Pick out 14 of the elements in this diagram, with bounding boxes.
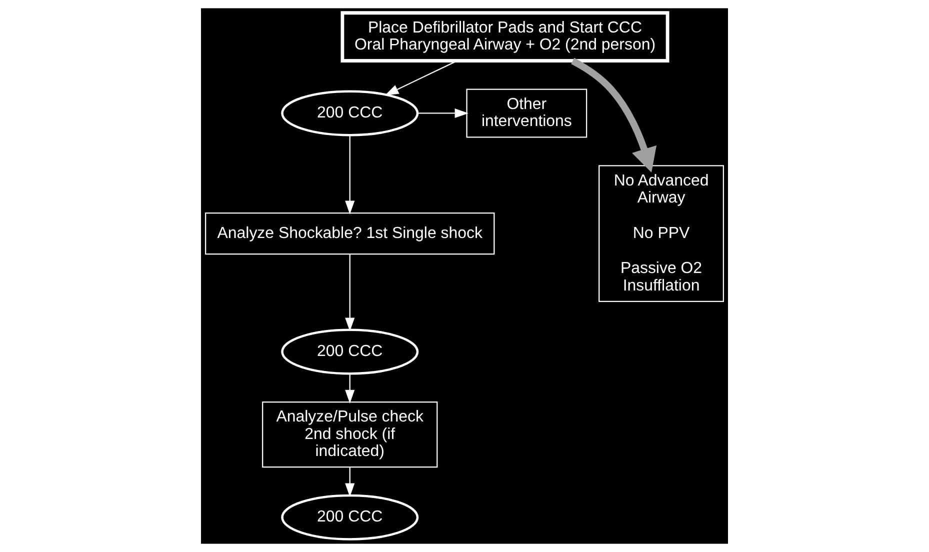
node-box: Other interventions <box>466 88 588 138</box>
node-box: No Advanced Airway No PPV Passive O2 Insufflation <box>598 165 724 302</box>
arrow <box>345 136 355 214</box>
arrow <box>345 468 355 497</box>
node-ellipse: 200 CCC <box>281 494 419 540</box>
node-ellipse: 200 CCC <box>281 328 419 375</box>
arrow <box>418 108 468 118</box>
node-box: Place Defibrillator Pads and Start CCC Oral Pharyngeal Airway + O2 (2nd person) <box>340 11 670 62</box>
node-box: Analyze/Pulse check 2nd shock (if indicated) <box>262 401 438 468</box>
arrow <box>384 60 458 96</box>
arrow <box>345 254 355 332</box>
node-ellipse: 200 CCC <box>281 90 419 136</box>
arrow <box>345 374 355 404</box>
node-box: Analyze Shockable? 1st Single shock <box>205 212 495 255</box>
